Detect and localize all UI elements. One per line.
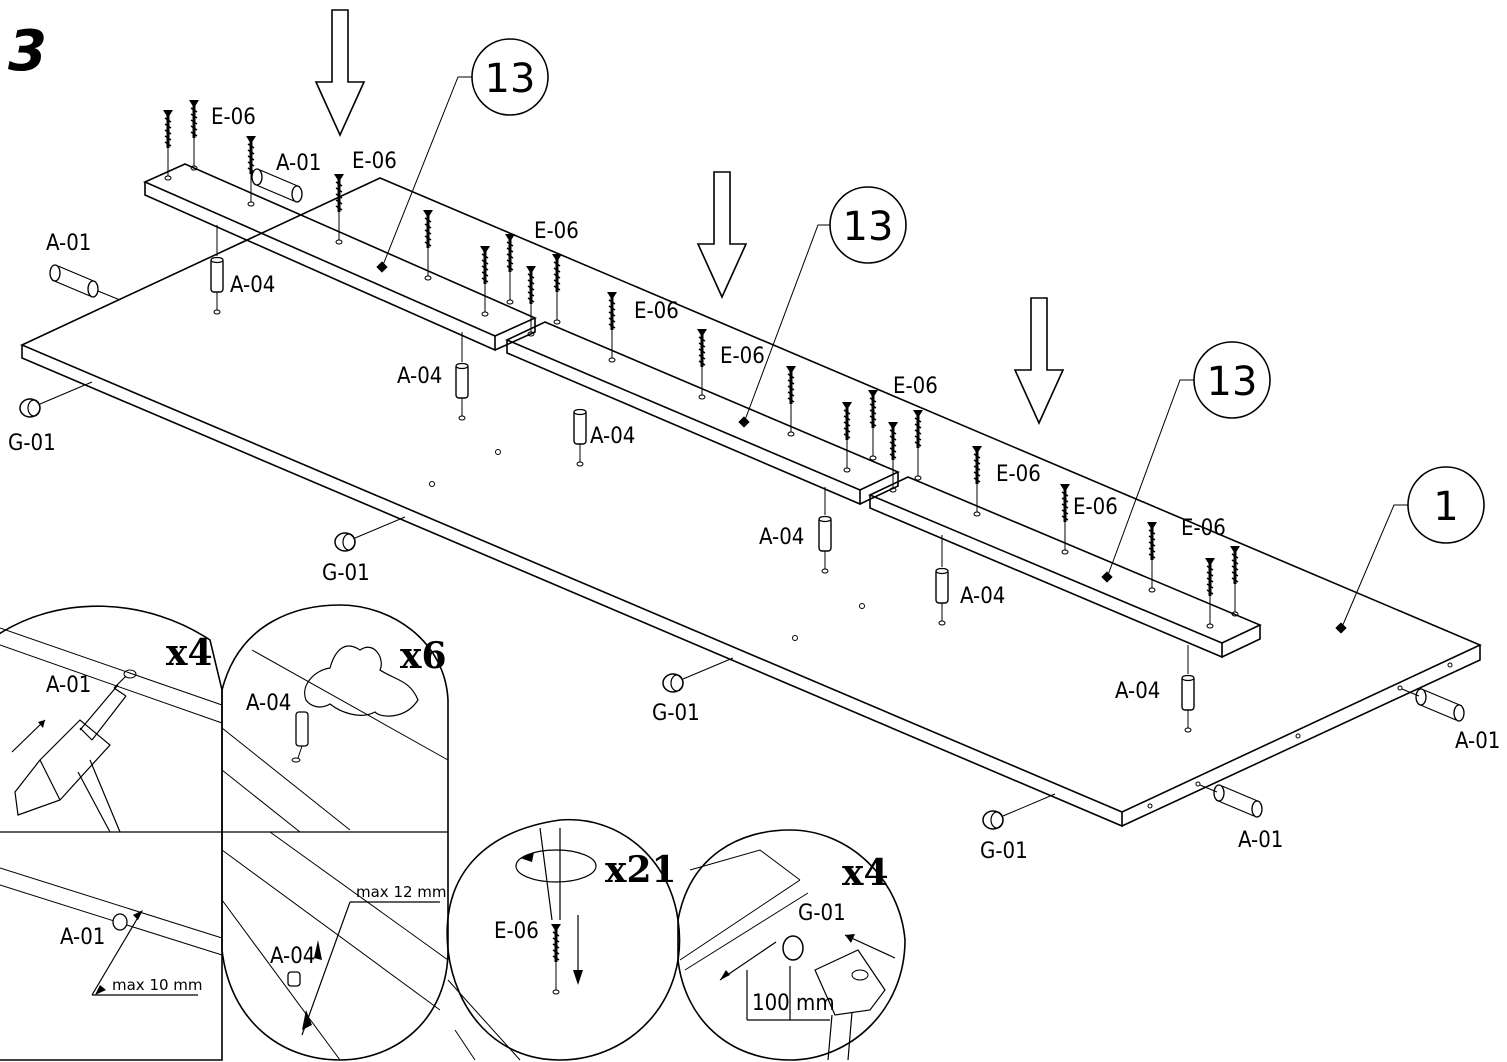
svg-text:A-04: A-04 <box>246 691 291 716</box>
callout-1: 1 <box>1335 466 1485 634</box>
svg-text:G-01: G-01 <box>980 839 1028 864</box>
dowels <box>210 225 1195 733</box>
part-labels: E-06 E-06 E-06 E-06 E-06 E-06 E-06 E-06 … <box>8 105 1500 864</box>
svg-text:x21: x21 <box>605 849 677 891</box>
svg-text:13: 13 <box>1207 359 1258 405</box>
detail-a01: x4 A-01 A-01 max 10 mm <box>0 605 223 1061</box>
svg-text:A-01: A-01 <box>60 925 105 950</box>
callout-13: 13 <box>376 38 549 273</box>
svg-text:max 12 mm: max 12 mm <box>356 883 447 901</box>
svg-text:A-04: A-04 <box>960 584 1005 609</box>
svg-text:13: 13 <box>843 204 894 250</box>
svg-text:A-04: A-04 <box>230 273 275 298</box>
svg-text:G-01: G-01 <box>322 561 370 586</box>
svg-text:x6: x6 <box>400 635 447 677</box>
callout-13: 13 <box>738 186 907 428</box>
svg-text:E-06: E-06 <box>1181 516 1226 541</box>
svg-text:A-01: A-01 <box>276 151 321 176</box>
glides <box>19 381 1056 830</box>
strip-2 <box>505 321 900 506</box>
svg-text:A-01: A-01 <box>1455 729 1500 754</box>
svg-text:E-06: E-06 <box>494 919 539 944</box>
callout-13: 13 <box>1101 341 1271 583</box>
svg-text:E-06: E-06 <box>1073 495 1118 520</box>
svg-text:A-04: A-04 <box>1115 679 1160 704</box>
svg-text:A-01: A-01 <box>46 231 91 256</box>
svg-text:A-04: A-04 <box>590 424 635 449</box>
detail-e06: x21 E-06 <box>446 818 681 1061</box>
svg-text:E-06: E-06 <box>996 462 1041 487</box>
svg-text:A-01: A-01 <box>1238 828 1283 853</box>
svg-text:A-04: A-04 <box>759 525 804 550</box>
svg-text:G-01: G-01 <box>8 431 56 456</box>
step-number: 3 <box>8 19 47 84</box>
svg-text:A-04: A-04 <box>270 944 315 969</box>
insert-arrow <box>697 171 747 298</box>
svg-text:E-06: E-06 <box>634 299 679 324</box>
cam-pins <box>49 168 1465 818</box>
svg-text:1: 1 <box>1433 484 1458 530</box>
svg-text:G-01: G-01 <box>652 701 700 726</box>
svg-text:13: 13 <box>485 56 536 102</box>
svg-text:E-06: E-06 <box>352 149 397 174</box>
detail-g01: x4 G-01 100 mm <box>677 829 906 1061</box>
strip-3 <box>868 476 1262 659</box>
insert-arrow <box>315 9 365 136</box>
svg-text:E-06: E-06 <box>211 105 256 130</box>
svg-text:E-06: E-06 <box>534 219 579 244</box>
svg-text:E-06: E-06 <box>720 344 765 369</box>
svg-text:100 mm: 100 mm <box>752 991 835 1016</box>
svg-text:A-01: A-01 <box>46 673 91 698</box>
svg-text:max 10 mm: max 10 mm <box>112 976 203 994</box>
svg-text:G-01: G-01 <box>798 901 846 926</box>
insert-arrow <box>1014 297 1064 424</box>
svg-text:E-06: E-06 <box>893 374 938 399</box>
svg-text:x4: x4 <box>166 632 213 674</box>
detail-a04: x6 A-04 max 12 mm A-04 <box>221 604 449 1061</box>
strip-1 <box>143 163 537 352</box>
svg-text:x4: x4 <box>842 852 889 894</box>
svg-text:A-04: A-04 <box>397 364 442 389</box>
